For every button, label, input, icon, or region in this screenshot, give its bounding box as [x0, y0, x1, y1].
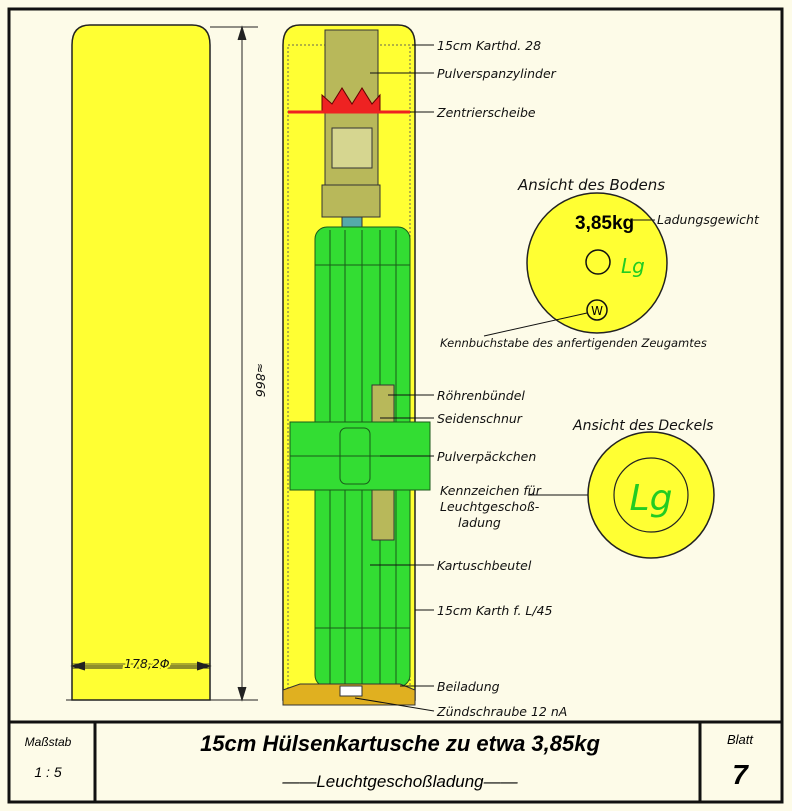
letter-label: Kennbuchstabe des anfertigenden Zeugamte…	[440, 336, 707, 350]
sheet-label: Blatt	[727, 732, 754, 747]
sheet-number: 7	[732, 759, 749, 790]
label-kennzeichen-3: ladung	[458, 515, 501, 530]
label-kennzeichen-1: Kennzeichen für	[440, 483, 542, 498]
label-beiladung: Beiladung	[437, 679, 500, 694]
scale-label: Maßstab	[25, 735, 72, 749]
label-pulverspanzylinder: Pulverspanzylinder	[437, 66, 557, 81]
label-kennzeichen-2: Leuchtgeschoß-	[440, 499, 540, 514]
casing-section-view	[282, 24, 431, 706]
lid-mark: Lg	[630, 478, 673, 519]
drawing-title: 15cm Hülsenkartusche zu etwa 3,85kg	[200, 731, 600, 756]
title-block	[9, 720, 782, 802]
label-roehrenbuendel: Röhrenbündel	[437, 388, 525, 403]
lid-inner-ring	[613, 457, 689, 533]
label-kartuschbeutel: Kartuschbeutel	[437, 558, 532, 573]
label-pulverpaeckchen: Pulverpäckchen	[437, 449, 536, 464]
lid-view-title: Ansicht des Deckels	[572, 418, 713, 434]
factory-letter-circle	[586, 299, 608, 321]
frame	[7, 7, 784, 804]
label-seidenschnur: Seidenschnur	[437, 411, 523, 426]
scale-value: 1 : 5	[34, 764, 61, 780]
label-karthd: 15cm Karthd. 28	[437, 38, 541, 53]
primer-hole-icon	[585, 249, 611, 275]
bottom-view-title: Ansicht des Bodens	[517, 176, 665, 194]
label-zuendschraube: Zündschraube 12 nA	[436, 704, 567, 719]
length-label: ≈866	[253, 363, 268, 397]
diameter-dimension	[70, 661, 212, 671]
primer	[339, 685, 363, 697]
length-dimension	[210, 25, 258, 702]
centering-disc-crown	[321, 87, 381, 113]
weight-label: Ladungsgewicht	[657, 212, 760, 227]
factory-letter: W	[591, 304, 603, 318]
diameter-label: 178,2Φ	[124, 656, 170, 671]
drawing-subtitle: ——Leuchtgeschoßladung——	[281, 772, 518, 791]
bottom-weight: 3,85kg	[575, 213, 634, 234]
label-zentrierscheibe: Zentrierscheibe	[436, 105, 536, 120]
casing-exterior-view	[66, 24, 216, 701]
label-karth: 15cm Karth f. L/45	[437, 603, 553, 618]
bottom-mark: Lg	[621, 254, 645, 278]
